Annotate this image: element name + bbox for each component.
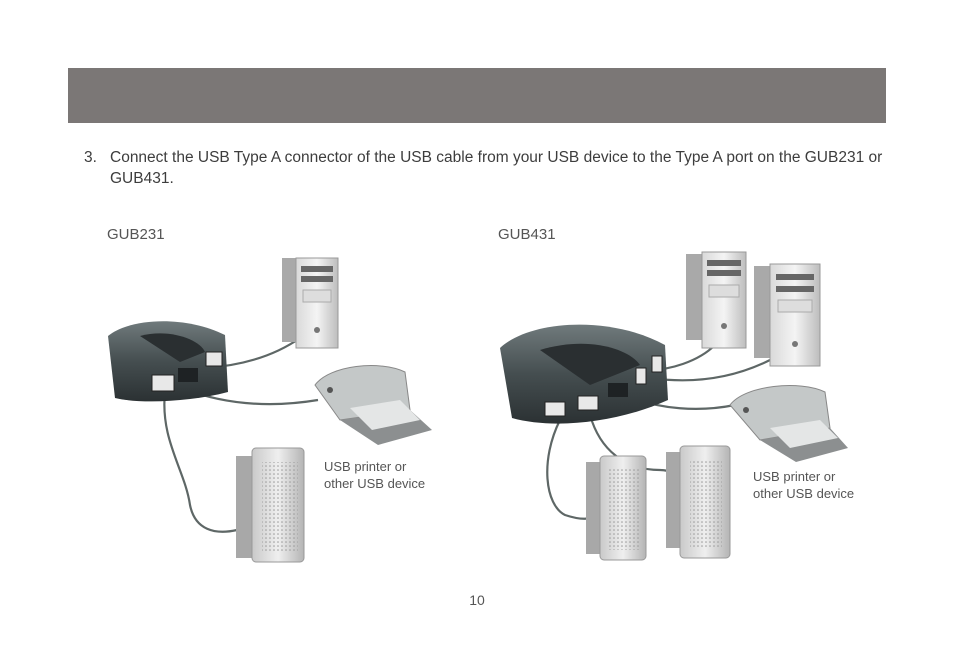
gub231-title: GUB231 [107,226,165,243]
gub231-switch [108,321,228,402]
gub231-device-caption: USB printer or other USB device [324,458,454,492]
caption-line-2: other USB device [753,486,855,501]
cable-to-pc-2 [649,359,771,382]
gub431-diagram [500,251,848,561]
gub231-diagram [108,257,432,563]
step-number: 3. [84,149,97,166]
gub431-switch [500,324,668,424]
header-bar [68,68,886,123]
mac-tower-icon-2 [666,445,731,559]
caption-line-1: USB printer or [324,459,407,474]
instruction-step: 3. Connect the USB Type A connector of t… [84,147,884,189]
pc-tower-icon-1 [686,251,747,349]
pc-tower-icon [282,257,339,349]
mac-tower-icon-1 [586,455,647,561]
gub431-device-caption: USB printer or other USB device [753,468,883,502]
printer-icon [314,365,432,445]
step-text: Connect the USB Type A connector of the … [110,149,883,187]
pc-tower-icon-2 [754,263,821,367]
gub431-title: GUB431 [498,226,556,243]
printer-icon [729,385,848,462]
page-number: 10 [469,592,485,608]
caption-line-2: other USB device [324,476,426,491]
mac-tower-icon [236,447,305,563]
caption-line-1: USB printer or [753,469,836,484]
cable-to-mac [163,391,238,533]
